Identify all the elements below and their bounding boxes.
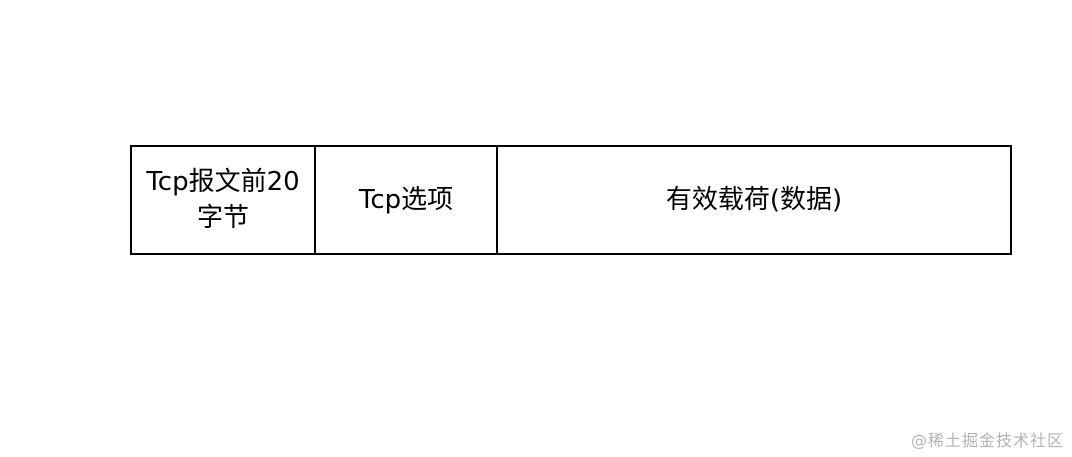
tcp-options-cell: Tcp选项 xyxy=(314,147,496,253)
tcp-segment-diagram: Tcp报文前20字节 Tcp选项 有效载荷(数据) xyxy=(130,145,1012,255)
tcp-header-cell: Tcp报文前20字节 xyxy=(132,147,314,253)
tcp-header-label: Tcp报文前20字节 xyxy=(146,167,300,233)
watermark: @稀土掘金技术社区 xyxy=(910,431,1064,450)
tcp-options-label: Tcp选项 xyxy=(358,185,454,215)
payload-label: 有效载荷(数据) xyxy=(665,185,843,215)
payload-cell: 有效载荷(数据) xyxy=(496,147,1010,253)
